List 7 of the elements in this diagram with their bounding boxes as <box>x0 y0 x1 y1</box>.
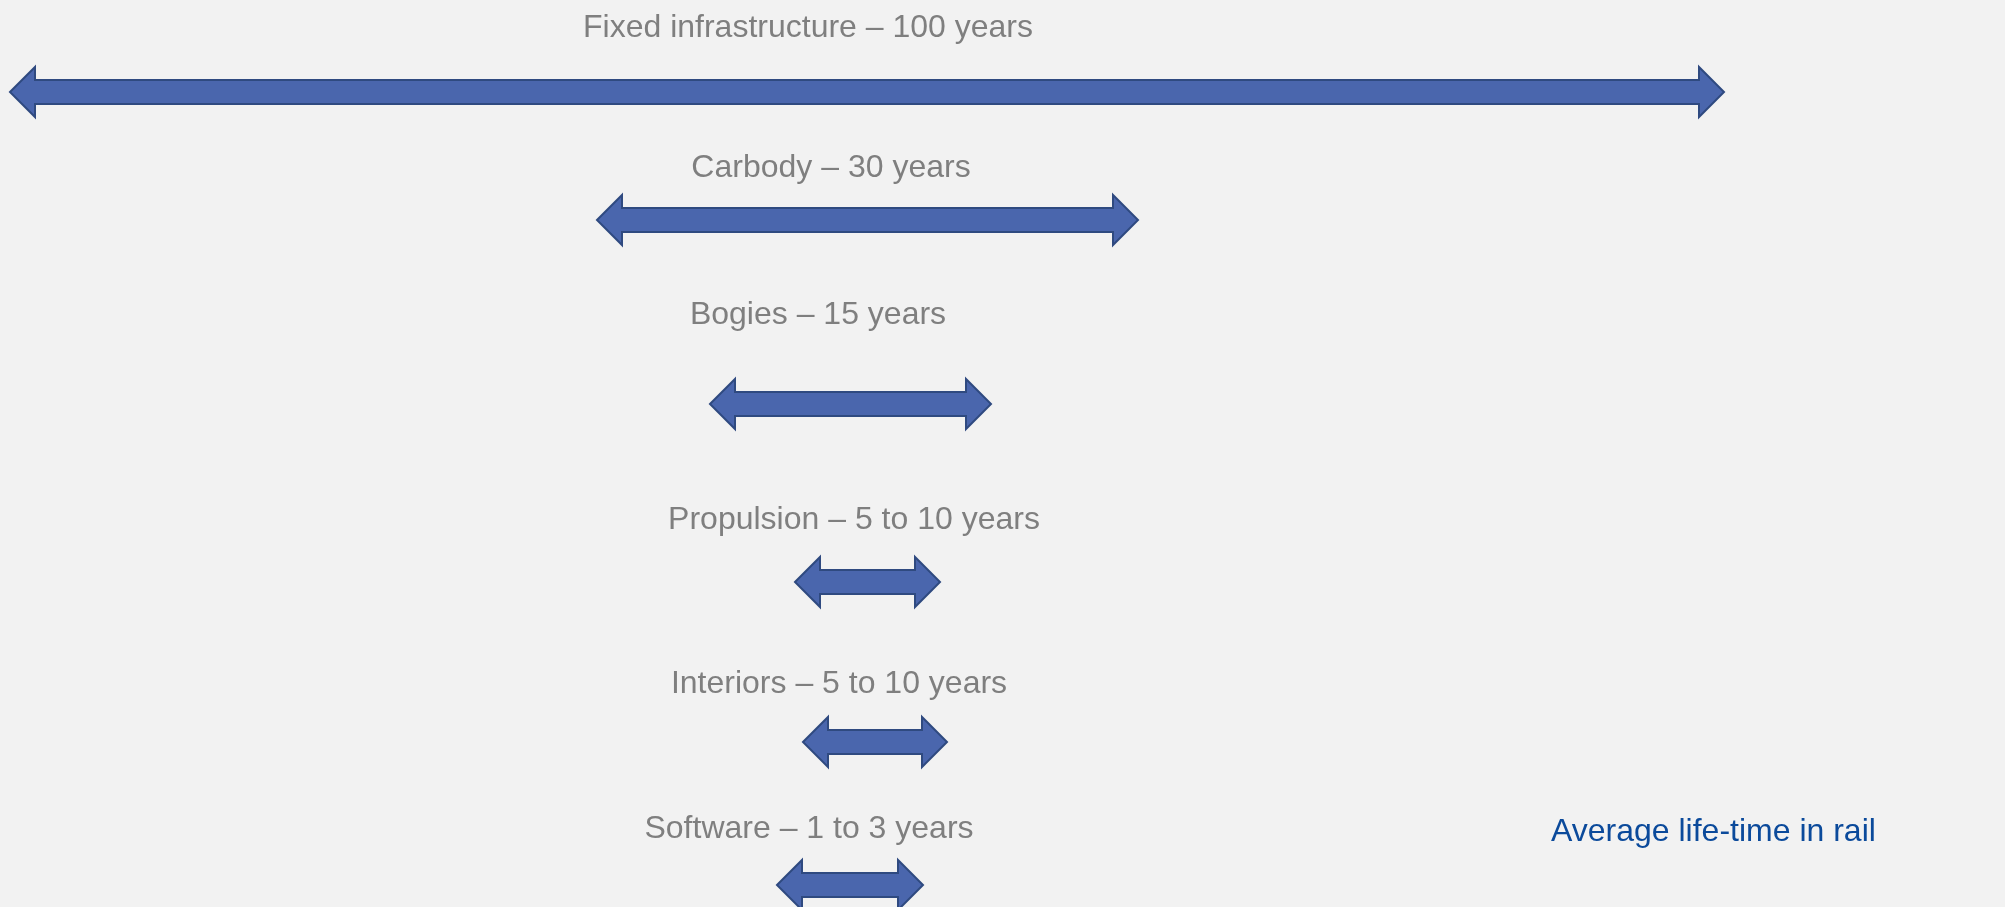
lifetime-label: Propulsion – 5 to 10 years <box>668 499 1040 537</box>
lifetime-label: Interiors – 5 to 10 years <box>670 663 1008 701</box>
lifetime-label: Software – 1 to 3 years <box>644 808 974 846</box>
note-text: Average life-time in rail <box>1551 811 1876 849</box>
lifetime-label: Carbody – 30 years <box>691 147 971 185</box>
lifetime-label: Fixed infrastructure – 100 years <box>583 7 1033 45</box>
lifetime-label: Bogies – 15 years <box>689 294 947 332</box>
